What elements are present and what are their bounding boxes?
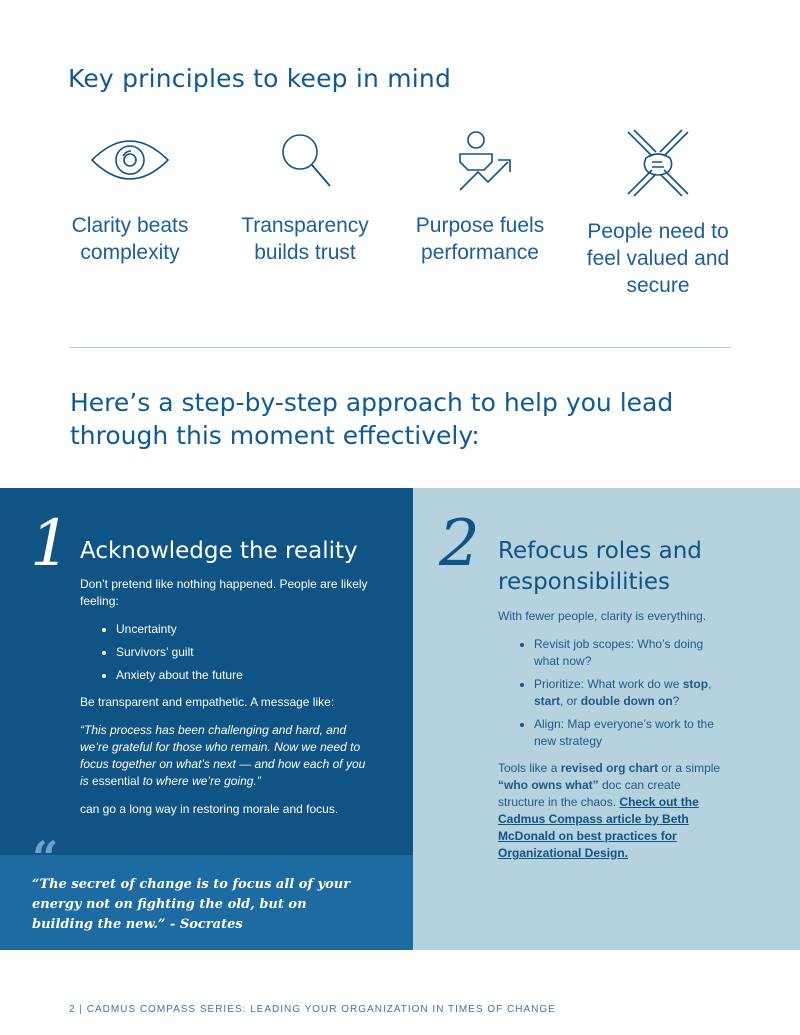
- text-part: Tools like a: [498, 761, 561, 775]
- list-item: Survivors’ guilt: [116, 644, 370, 661]
- principle-label: Clarity beats complexity: [71, 214, 189, 264]
- bold-double-down: double down on: [580, 694, 673, 708]
- example-message-part: to where we’re going.”: [139, 774, 261, 788]
- bold-org-chart: revised org chart: [560, 761, 659, 775]
- bold-stop: stop: [682, 677, 709, 691]
- step-closing: can go a long way in restoring morale an…: [80, 802, 339, 816]
- principle-label: Transparency builds trust: [241, 214, 369, 264]
- principle-transparency: Transparency builds trust: [225, 128, 385, 266]
- tools-paragraph: Tools like a revised org chart or a simp…: [498, 760, 728, 862]
- list-item: Align: Map everyone’s work to the new st…: [534, 716, 728, 750]
- bold-start: start: [534, 694, 561, 708]
- text-part: ,: [708, 677, 712, 691]
- principle-label: Purpose fuels performance: [415, 214, 545, 264]
- pull-quote-text: “The secret of change is to focus all of…: [32, 877, 351, 932]
- growth-person-icon: [459, 131, 511, 191]
- example-message: “This process has been challenging and h…: [80, 722, 370, 790]
- approach-heading: Here’s a step-by-step approach to help y…: [70, 388, 674, 450]
- step-number: 2: [439, 507, 480, 581]
- joined-hands-icon: [627, 129, 689, 197]
- bold-who-owns-what: “who owns what”: [498, 778, 599, 792]
- list-item: Prioritize: What work do we stop, start,…: [534, 676, 728, 710]
- principles-heading: Key principles to keep in mind: [68, 64, 452, 93]
- text-part: or a simple: [658, 761, 721, 775]
- text-part: ?: [672, 694, 680, 708]
- text-part: doc can create structure in the chaos.: [498, 778, 681, 809]
- magnifier-icon: [282, 134, 331, 187]
- step-2-panel: 2 Refocus roles and responsibilities Wit…: [413, 488, 800, 950]
- step-2-body: With fewer people, clarity is everything…: [498, 608, 728, 873]
- principle-purpose: Purpose fuels performance: [400, 128, 560, 266]
- step-paragraph: Be transparent and empathetic. A message…: [80, 695, 335, 709]
- step-title: Refocus roles and responsibilities: [498, 538, 702, 595]
- feelings-list: Uncertainty Survivors’ guilt Anxiety abo…: [80, 621, 370, 684]
- principle-clarity: Clarity beats complexity: [50, 128, 210, 266]
- step-title: Acknowledge the reality: [80, 538, 358, 564]
- eye-icon: [90, 140, 170, 180]
- list-item: Revisit job scopes: Who’s doing what now…: [534, 636, 728, 670]
- quote-mark-icon: “: [32, 831, 59, 885]
- principle-valued: People need to feel valued and secure: [578, 128, 738, 299]
- example-message-part: “This process has been challenging and h…: [80, 723, 366, 788]
- step-number: 1: [30, 507, 71, 581]
- example-message-emphasis: essential: [92, 774, 140, 788]
- text-part: , or: [560, 694, 581, 708]
- step-intro: Don’t pretend like nothing happened. Peo…: [80, 577, 368, 608]
- list-item: Anxiety about the future: [116, 667, 370, 684]
- section-divider: [70, 347, 731, 348]
- principle-label: People need to feel valued and secure: [586, 220, 730, 297]
- list-item: Uncertainty: [116, 621, 370, 638]
- actions-list: Revisit job scopes: Who’s doing what now…: [498, 636, 728, 750]
- cadmus-article-link[interactable]: Check out the Cadmus Compass article by …: [498, 795, 699, 860]
- page-footer: 2 | CADMUS COMPASS SERIES: LEADING YOUR …: [69, 1004, 556, 1015]
- pull-quote-box: [0, 855, 413, 950]
- text-part: Prioritize: What work do we: [534, 677, 683, 691]
- step-1-body: Don’t pretend like nothing happened. Peo…: [80, 576, 370, 829]
- step-intro: With fewer people, clarity is everything…: [498, 609, 707, 623]
